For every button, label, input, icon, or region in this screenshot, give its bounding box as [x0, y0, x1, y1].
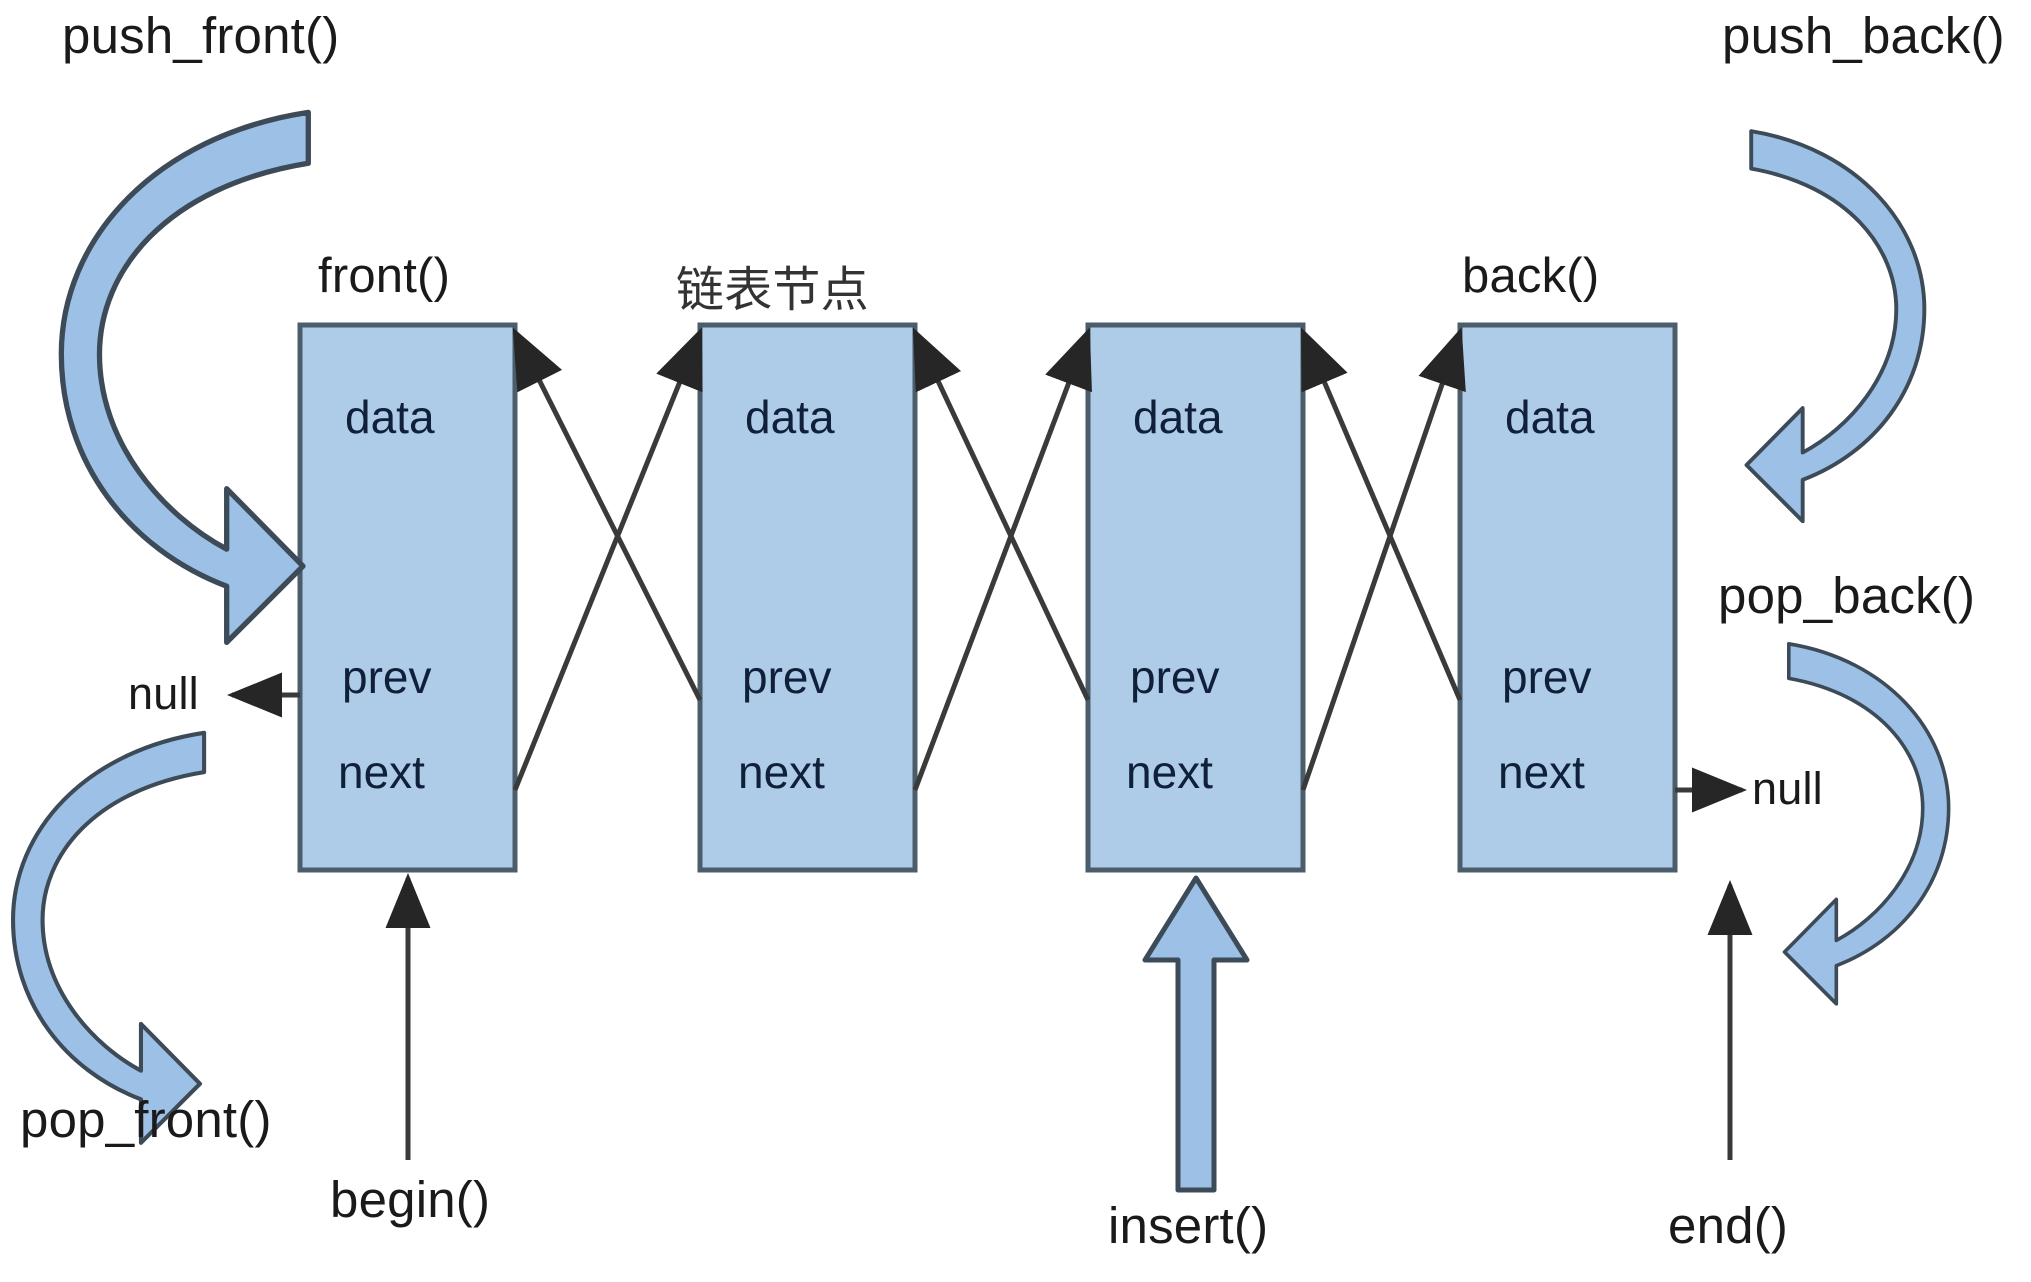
node-field-data: data	[345, 391, 435, 443]
label-null-left: null	[128, 668, 199, 719]
null-pointers	[227, 672, 1747, 813]
pop-front-arrow	[10, 730, 207, 1145]
label-pop-front: pop_front()	[20, 1091, 272, 1148]
push-front-arrow	[58, 109, 311, 646]
node-field-next: next	[1498, 746, 1585, 798]
pop-back-arrow	[1782, 641, 1951, 1006]
node-field-prev: prev	[342, 651, 432, 703]
node-field-next: next	[1126, 746, 1213, 798]
pointer-links	[512, 327, 1466, 791]
node-field-data: data	[1133, 391, 1223, 443]
node-field-prev: prev	[1502, 651, 1592, 703]
label-null-right: null	[1752, 763, 1823, 814]
node-field-prev: prev	[1130, 651, 1220, 703]
label-front-accessor: front()	[318, 249, 451, 303]
insert-block-arrow	[1142, 875, 1250, 1193]
node-field-next: next	[338, 746, 425, 798]
node-field-data: data	[1505, 391, 1595, 443]
node-field-prev: prev	[742, 651, 832, 703]
iterator-arrows	[385, 873, 1753, 1160]
label-push-front: push_front()	[62, 7, 340, 64]
label-push-back: push_back()	[1722, 7, 2005, 64]
label-begin: begin()	[330, 1171, 491, 1228]
push-back-arrow	[1744, 129, 1927, 524]
label-end: end()	[1668, 1197, 1789, 1254]
node-field-data: data	[745, 391, 835, 443]
label-back-accessor: back()	[1462, 249, 1600, 303]
label-pop-back: pop_back()	[1718, 567, 1976, 624]
node-field-next: next	[738, 746, 825, 798]
label-node-cn: 链表节点	[676, 264, 869, 317]
node-boxes	[297, 322, 1678, 873]
label-insert: insert()	[1108, 1197, 1269, 1254]
